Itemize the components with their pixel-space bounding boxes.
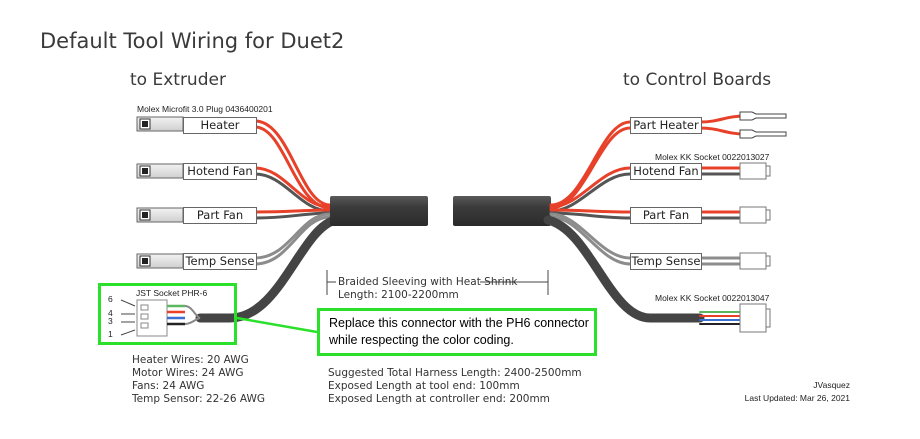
wire-label-heater: Heater xyxy=(183,117,257,134)
wire-label-part-fan: Part Fan xyxy=(183,207,257,224)
right-connectors xyxy=(739,111,787,333)
jst-pin-3: 3 xyxy=(108,316,113,326)
gauge-heater: Heater Wires: 20 AWG xyxy=(132,354,249,366)
wire-label-hotend-fan-right: Hotend Fan xyxy=(630,163,702,180)
last-updated: Last Updated: Mar 26, 2021 xyxy=(744,393,850,403)
ferrule-icon xyxy=(739,129,787,139)
right-heading: to Control Boards xyxy=(623,70,772,90)
kk-socket-label-bottom: Molex KK Socket 0022013047 xyxy=(655,293,770,303)
kk-socket-icon xyxy=(739,252,771,270)
highlight-box xyxy=(98,283,237,345)
wire-label-part-fan-right: Part Fan xyxy=(630,207,702,224)
jst-pin-4: 4 xyxy=(108,308,113,318)
kk-socket-icon xyxy=(739,162,771,180)
length-bracket xyxy=(326,270,549,295)
left-sleeve xyxy=(330,196,428,226)
left-heading: to Extruder xyxy=(130,70,226,90)
right-wire-bundle xyxy=(543,114,787,325)
gauge-fans: Fans: 24 AWG xyxy=(132,380,205,392)
callout-leader xyxy=(236,316,318,334)
sleeve-label: Braided Sleeving with Heat Shrink xyxy=(338,276,518,288)
wire-label-temp-sense: Temp Sense xyxy=(183,253,257,270)
wire-label-hotend-fan: Hotend Fan xyxy=(183,163,257,180)
heater-connector-icon xyxy=(136,116,184,132)
kk-socket-label-top: Molex KK Socket 0022013027 xyxy=(655,152,770,162)
left-connector-label: Molex Microfit 3.0 Plug 0436400201 xyxy=(137,104,273,114)
gauge-temp: Temp Sensor: 22-26 AWG xyxy=(132,393,265,405)
sleeve-length: Length: 2100-2200mm xyxy=(338,289,459,301)
harness-note-total: Suggested Total Harness Length: 2400-250… xyxy=(328,367,582,379)
kk-socket-4pin-icon xyxy=(739,303,771,333)
temp-sense-connector-icon xyxy=(136,253,184,269)
jst-pin-6: 6 xyxy=(108,294,113,304)
jst-label: JST Socket PHR-6 xyxy=(136,288,208,298)
jst-pin-1: 1 xyxy=(108,329,113,339)
harness-note-controller: Exposed Length at controller end: 200mm xyxy=(328,393,550,405)
right-sleeve xyxy=(453,196,551,226)
hotend-fan-connector-icon xyxy=(136,163,184,179)
wire-label-part-heater: Part Heater xyxy=(630,117,702,134)
ferrule-icon xyxy=(739,111,787,121)
harness-note-tool: Exposed Length at tool end: 100mm xyxy=(328,380,520,392)
page-title: Default Tool Wiring for Duet2 xyxy=(40,29,345,53)
kk-socket-icon xyxy=(739,206,771,224)
jst-connector-icon xyxy=(120,299,201,337)
callout-text: Replace this connector with the PH6 conn… xyxy=(317,308,597,356)
gauge-motor: Motor Wires: 24 AWG xyxy=(132,367,244,379)
wire-label-temp-sense-right: Temp Sense xyxy=(630,253,702,270)
part-fan-connector-icon xyxy=(136,207,184,223)
author: JVasquez xyxy=(813,380,850,390)
